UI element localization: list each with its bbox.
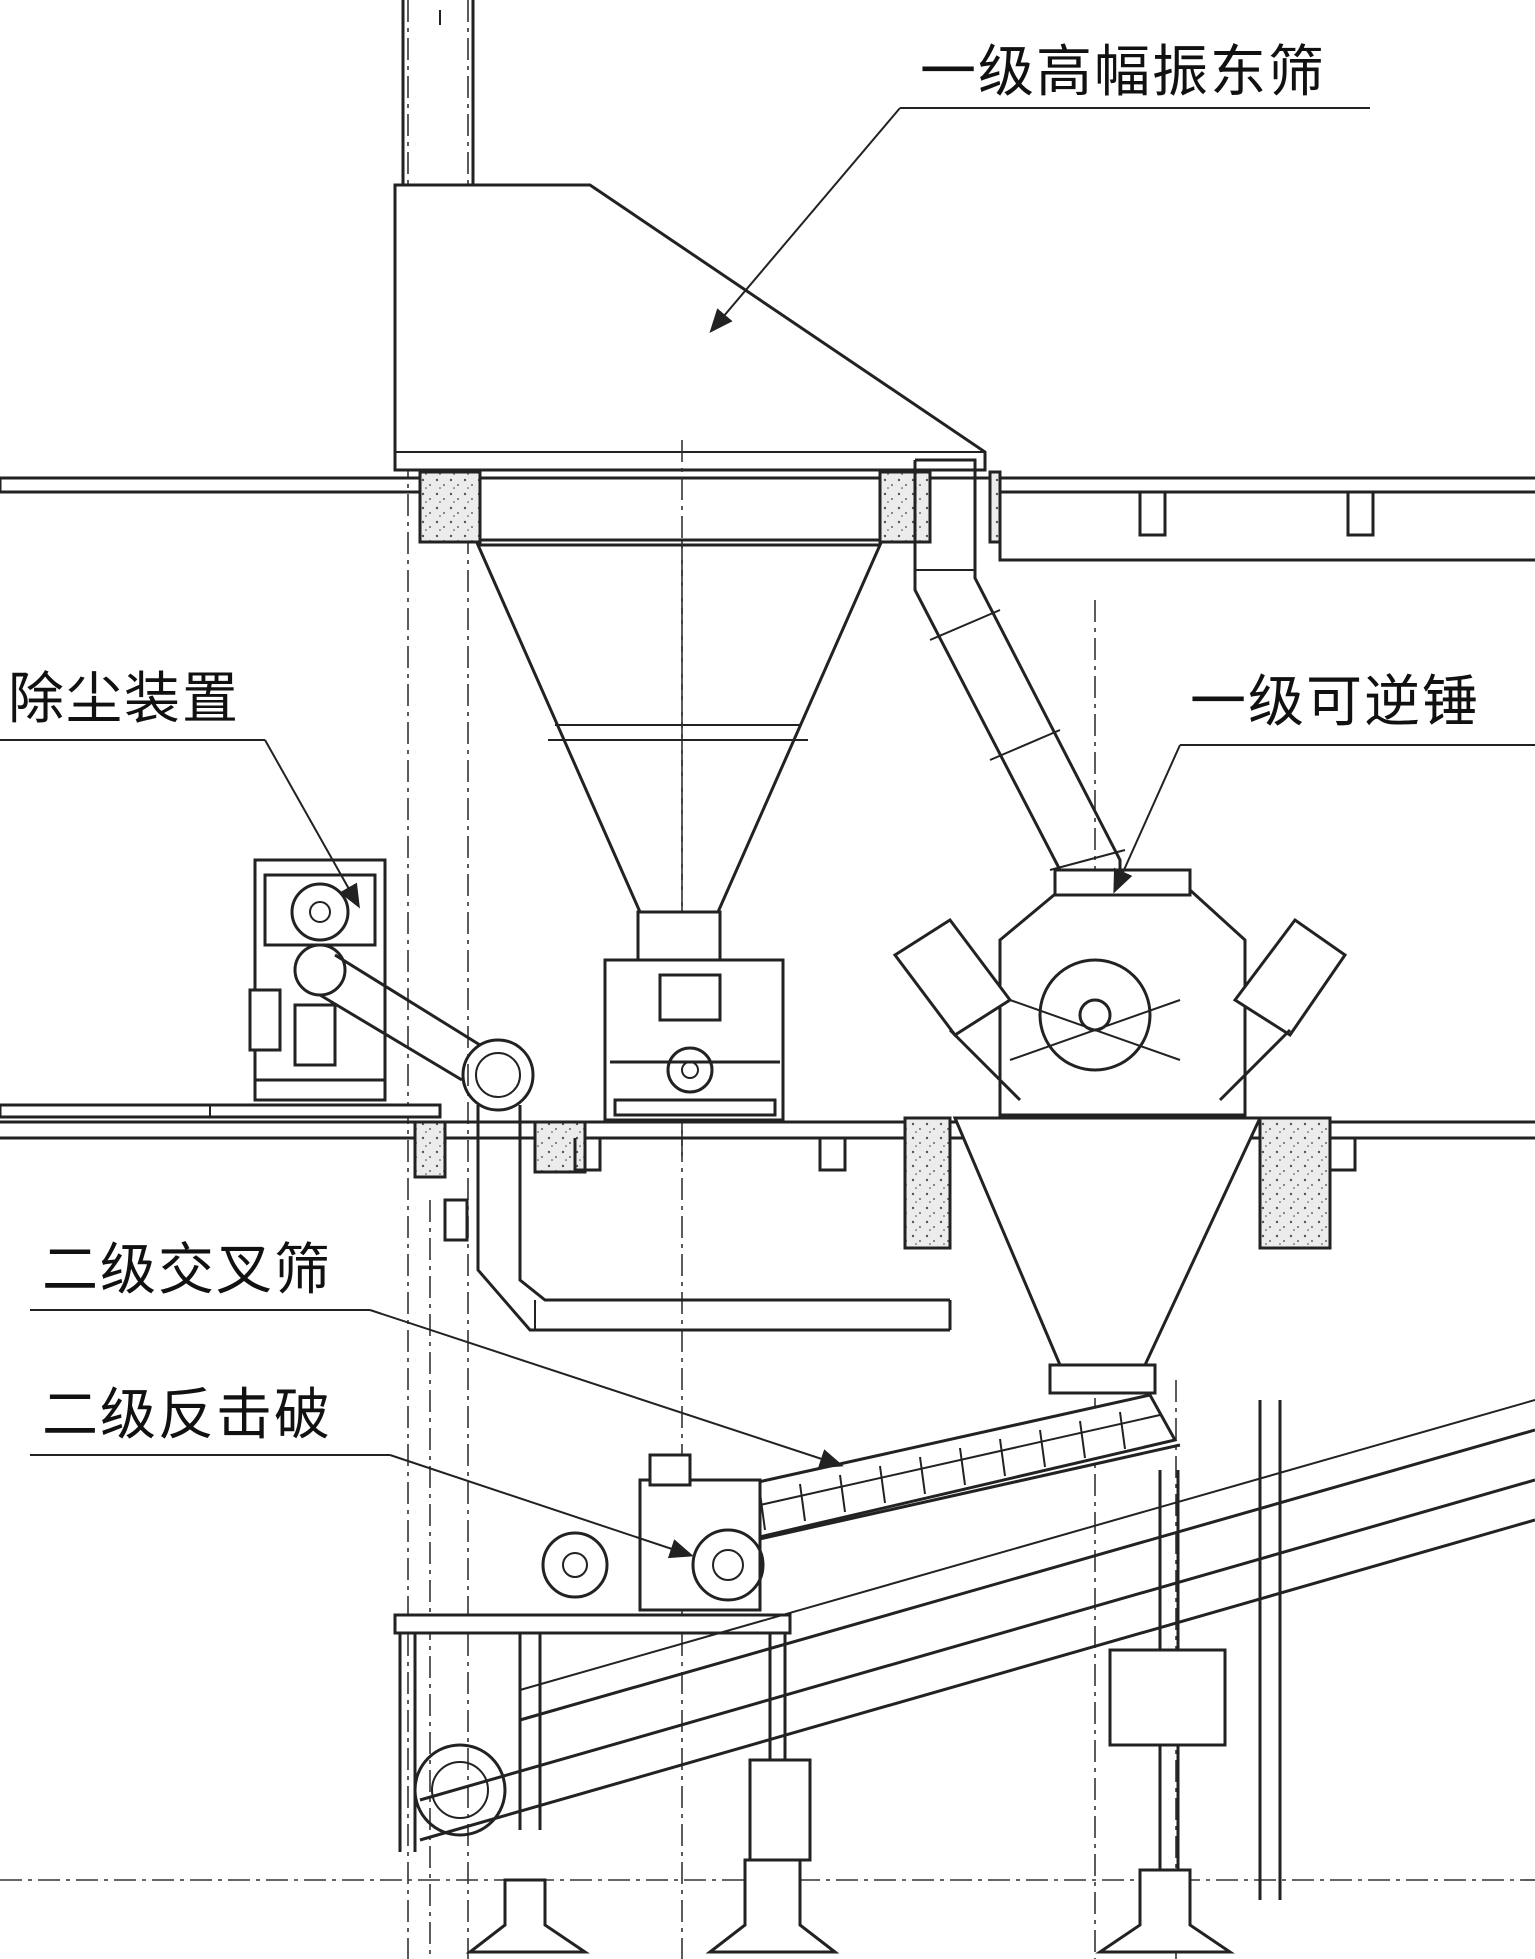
floor-slab-lower: [0, 1116, 1535, 1250]
belt-conveyor: [413, 1399, 1535, 1842]
dust-removal-unit: [248, 858, 535, 1112]
label-dust-removal: 除尘装置: [8, 667, 240, 732]
hammer-discharge-hopper: [952, 1116, 1263, 1395]
floor-slab-upper: [0, 470, 1535, 562]
dust-platform: [0, 1103, 442, 1119]
primary-screen-housing: [393, 183, 987, 542]
leader-lines: [0, 107, 1535, 1559]
secondary-impact-crusher: [541, 1453, 765, 1612]
label-primary-screen: 一级高幅振东筛: [920, 40, 1326, 105]
label-primary-hammer: 一级可逆锤: [1190, 670, 1480, 735]
primary-hammer-crusher: [892, 868, 1348, 1117]
primary-feeder: [603, 910, 785, 1122]
foundations: [465, 1648, 1235, 1954]
label-secondary-screen: 二级交叉筛: [42, 1238, 332, 1303]
transfer-chute: [913, 458, 1126, 890]
dust-duct-vertical: [443, 1105, 952, 1332]
label-secondary-crusher: 二级反击破: [42, 1383, 332, 1448]
exhaust-stack: [401, 0, 475, 185]
